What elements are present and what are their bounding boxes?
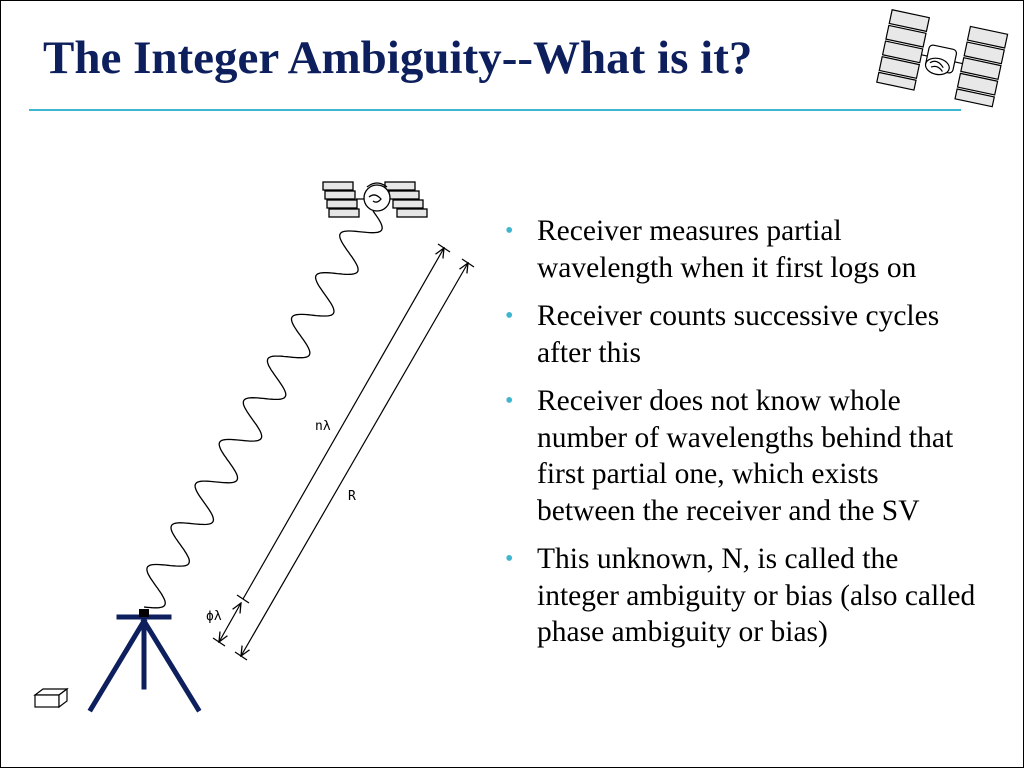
phi-lambda-label: ϕλ — [206, 609, 222, 624]
signal-wave — [143, 210, 383, 609]
bullet-dot-icon: • — [505, 303, 514, 329]
bullet-list: • Receiver measures partial wavelength wh… — [501, 213, 981, 663]
bullet-item: • Receiver counts successive cycles after… — [501, 298, 981, 371]
tripod-antenna-icon — [87, 614, 202, 713]
title-divider — [29, 109, 961, 111]
bullet-text: Receiver does not know whole number of w… — [537, 385, 954, 527]
n-lambda-arrow — [242, 248, 444, 600]
satellite-icon — [322, 181, 428, 218]
n-lambda-label: nλ — [315, 419, 331, 434]
bullet-text: Receiver counts successive cycles after … — [537, 300, 940, 369]
range-arrow — [241, 263, 468, 656]
slide-title: The Integer Ambiguity--What is it? — [43, 32, 753, 84]
bullet-dot-icon: • — [505, 546, 514, 572]
bullet-text: This unknown, N, is called the integer a… — [537, 543, 976, 648]
bullet-item: • Receiver measures partial wavelength wh… — [501, 213, 981, 286]
bullet-dot-icon: • — [505, 218, 514, 244]
bullet-item: • Receiver does not know whole number of … — [501, 383, 981, 529]
bullet-item: • This unknown, N, is called the integer … — [501, 541, 981, 651]
phi-lambda-arrow — [219, 603, 241, 642]
bullet-text: Receiver measures partial wavelength whe… — [537, 215, 917, 284]
box-icon — [33, 687, 69, 709]
range-label: R — [348, 489, 356, 504]
bullet-dot-icon: • — [505, 388, 514, 414]
